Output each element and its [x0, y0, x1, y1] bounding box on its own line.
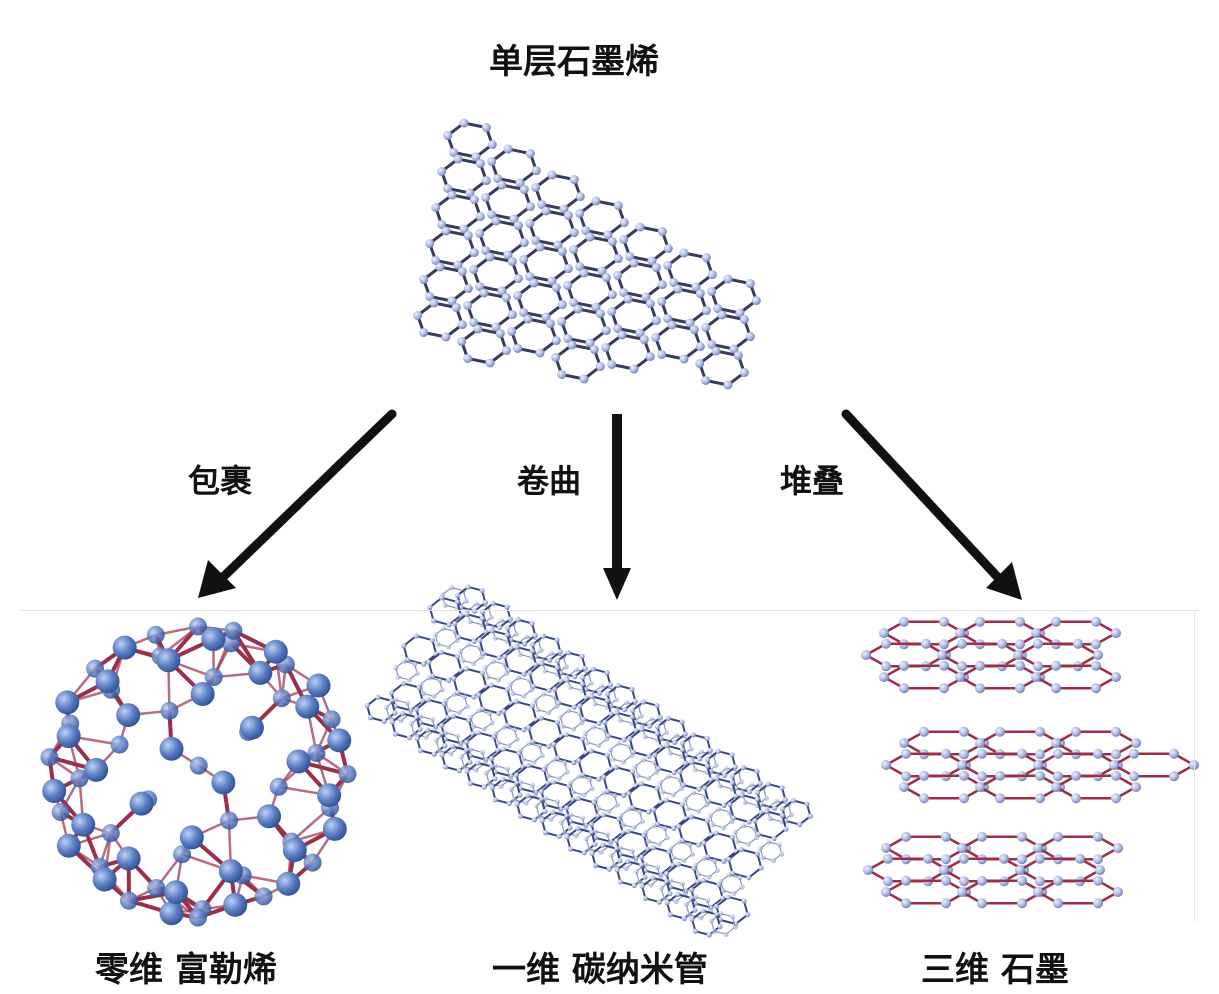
arrow-label-roll: 卷曲 [517, 462, 582, 500]
arrow-label-stack: 堆叠 [780, 462, 845, 500]
caption-graphite: 三维 石墨 [921, 950, 1069, 990]
arrow-roll [603, 414, 631, 600]
diagram-title: 单层石墨烯 [489, 42, 659, 82]
divider-vertical [1194, 612, 1195, 922]
arrow-wrap [198, 409, 397, 598]
divider-line [20, 610, 1200, 611]
fullerene-illustration [40, 617, 357, 927]
graphite-illustration [861, 616, 1199, 909]
caption-nanotube: 一维 碳纳米管 [492, 950, 708, 990]
nanotube-illustration [364, 584, 813, 938]
arrow-stack [841, 409, 1022, 600]
arrow-label-wrap: 包裹 [188, 462, 253, 500]
graphene-sheet-illustration [413, 118, 761, 390]
caption-fullerene: 零维 富勒烯 [95, 950, 277, 990]
